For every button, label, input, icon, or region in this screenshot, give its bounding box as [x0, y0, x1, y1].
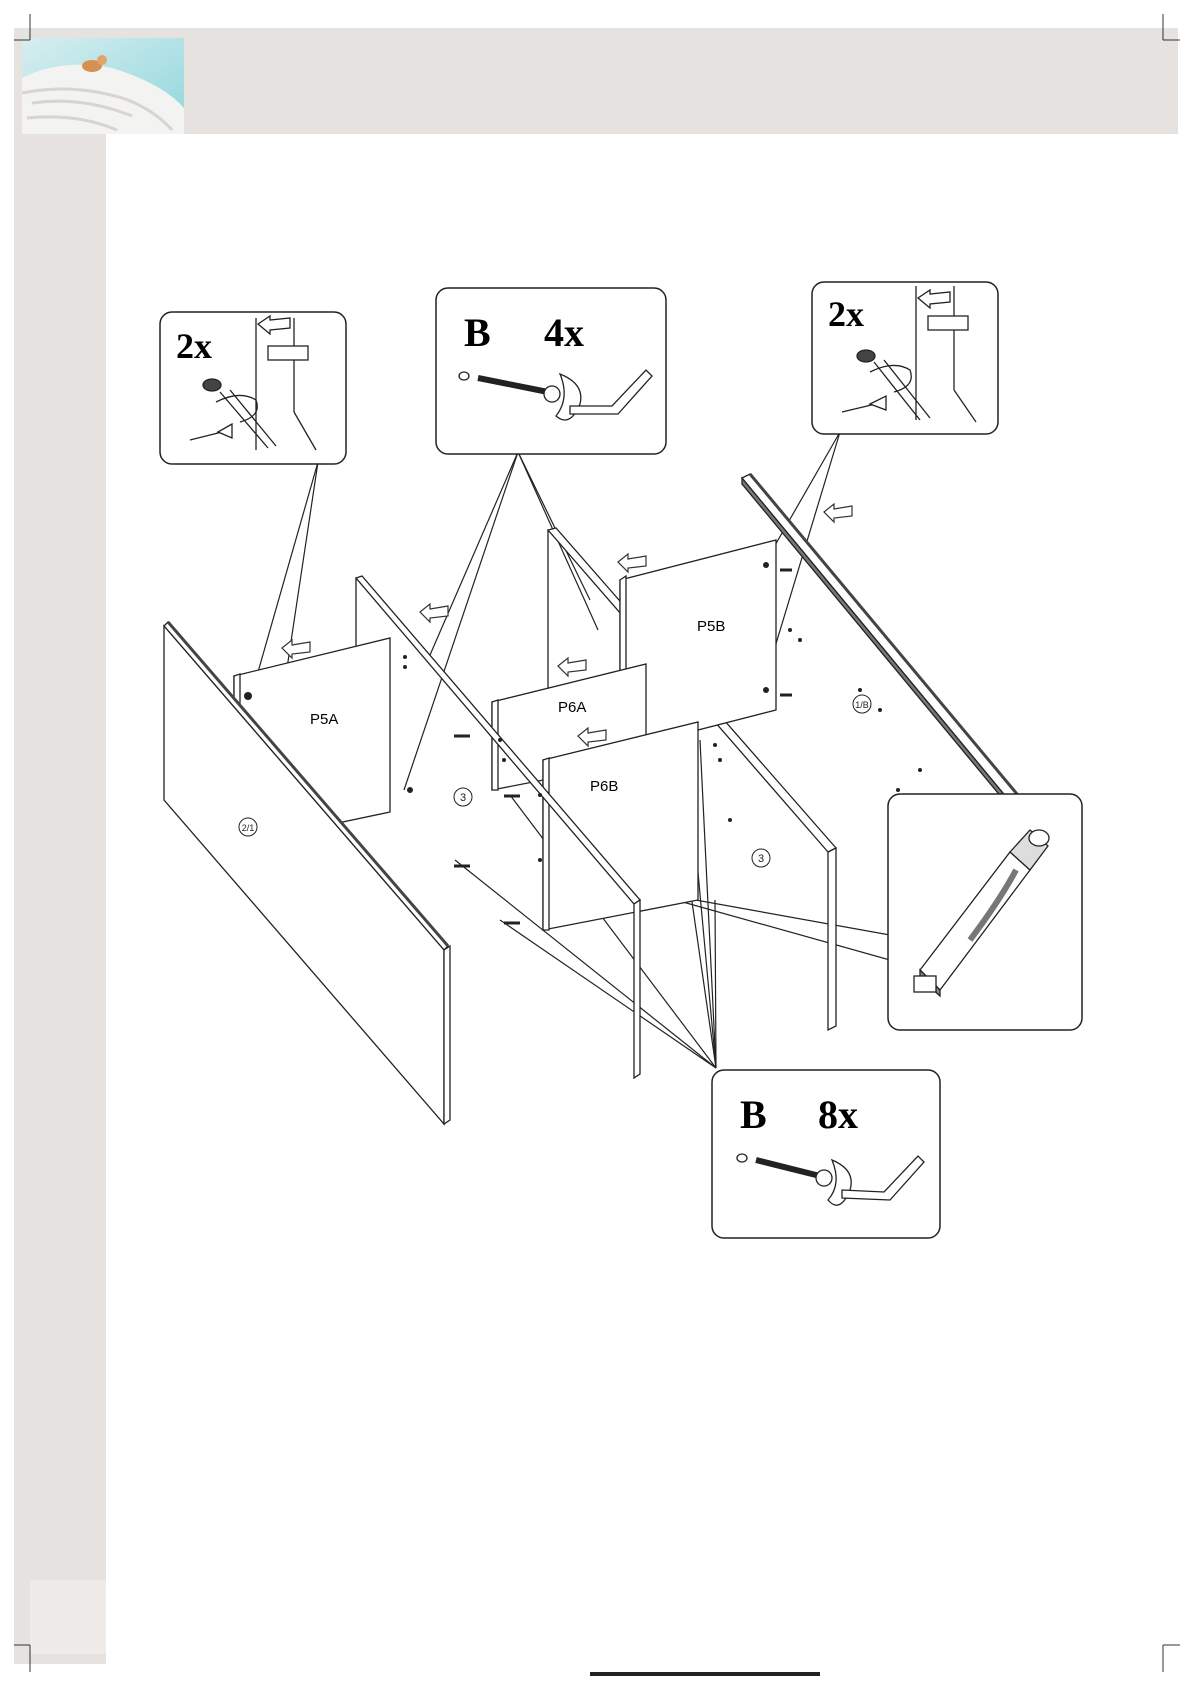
label-p6a: P6A	[558, 699, 586, 716]
callout-hinge	[888, 794, 1082, 1030]
label-back-right: 1/B	[855, 700, 869, 710]
qty-text: 2x	[828, 294, 864, 334]
panel-back-right	[742, 474, 1022, 810]
part-letter: B	[464, 310, 491, 355]
callout-top-left: 2x	[160, 312, 346, 464]
label-p6b: P6B	[590, 778, 618, 795]
callout-top-center: B 4x	[436, 288, 666, 454]
label-p5a: P5A	[310, 711, 338, 728]
qty-text: 4x	[544, 310, 584, 355]
callout-top-right: 2x	[812, 282, 998, 434]
print-bar	[590, 1672, 820, 1676]
qty-text: 2x	[176, 326, 212, 366]
part-letter: B	[740, 1092, 767, 1137]
label-left-side: 2/1	[242, 823, 255, 833]
qty-text: 8x	[818, 1092, 858, 1137]
label-p5b: P5B	[697, 618, 725, 635]
callout-bottom: B 8x	[712, 1070, 940, 1238]
label-middle-right: 3	[758, 853, 764, 865]
label-middle-left: 3	[460, 792, 466, 804]
